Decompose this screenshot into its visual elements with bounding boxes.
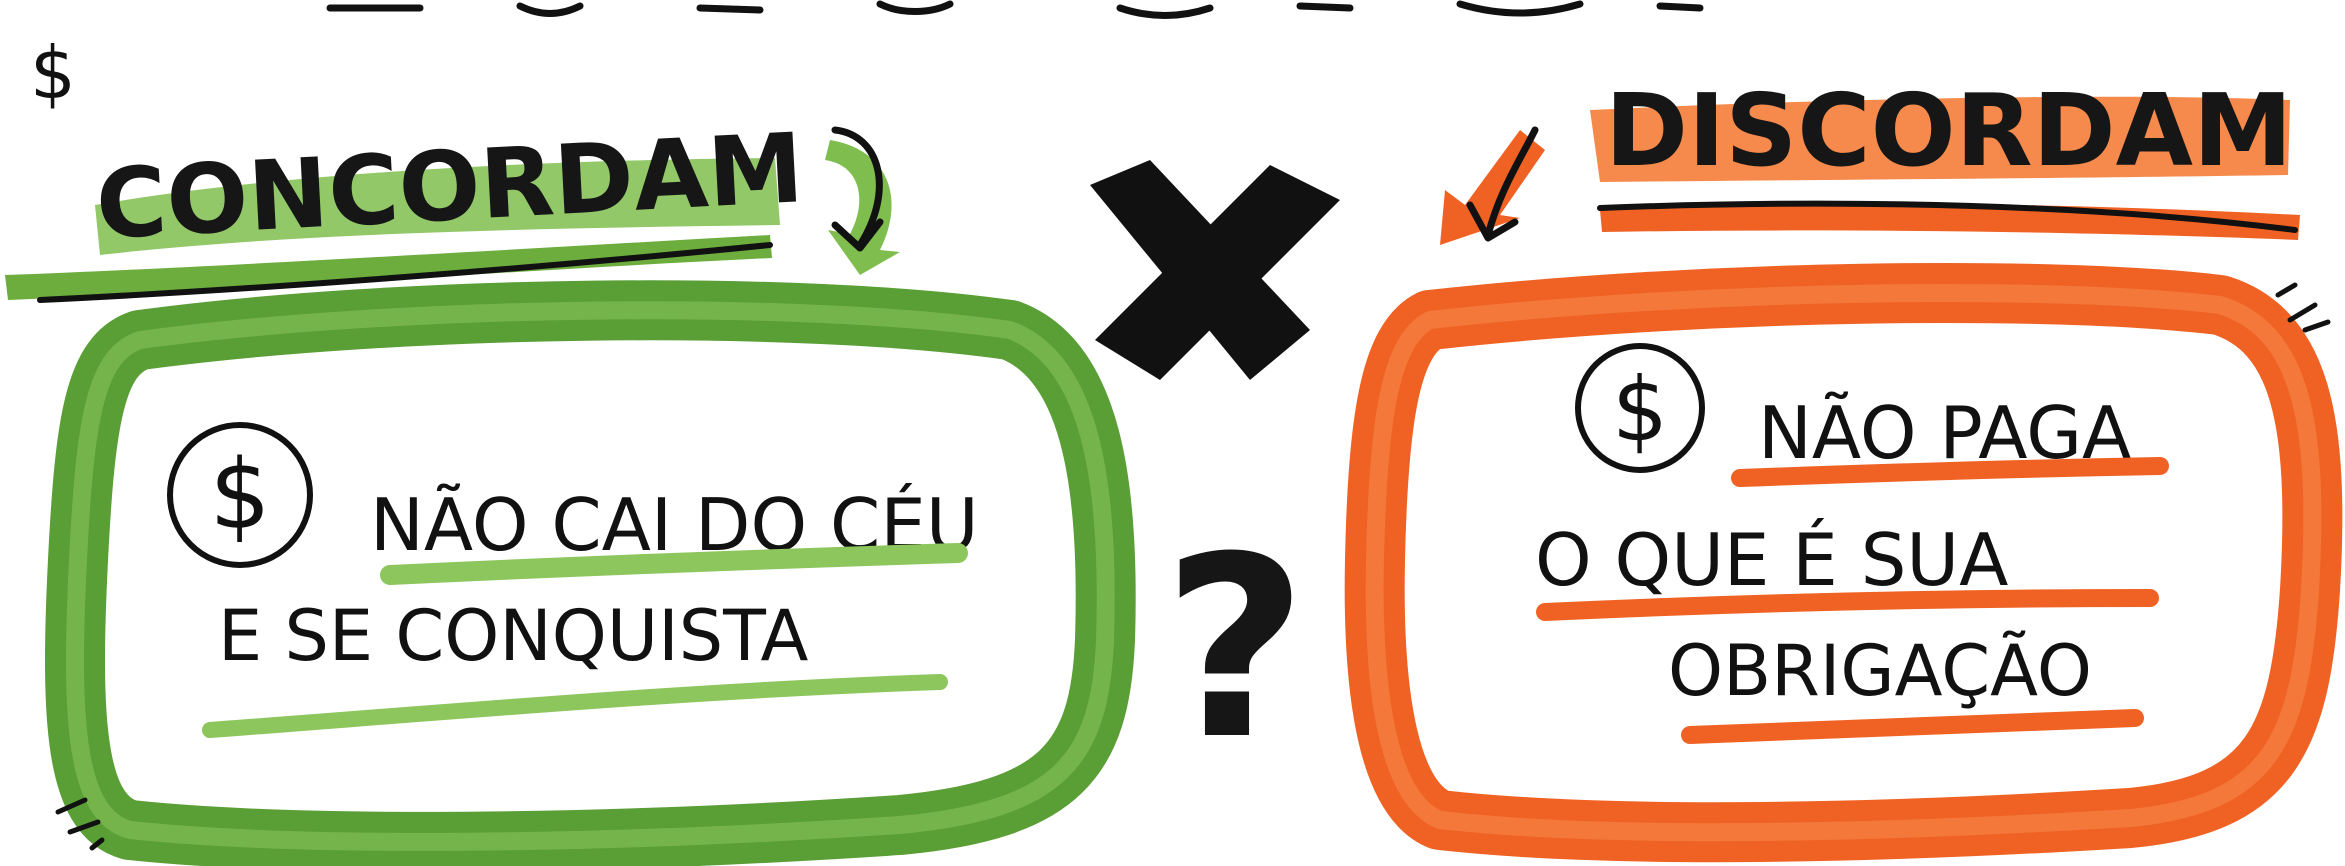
disagree-line-3: OBRIGAÇÃO (1668, 630, 2092, 712)
disagree-arrow-icon (1466, 126, 1539, 242)
question-mark: ? (1162, 503, 1307, 794)
agree-coin-symbol: $ (209, 439, 270, 551)
dollar-doodle: $ (30, 31, 76, 115)
agree-coin: $ (167, 422, 313, 568)
agree-arrow-icon (831, 126, 884, 252)
disagree-line-1-underline (1731, 457, 2169, 487)
agree-box-texture (65, 301, 1115, 851)
disagree-box-texture (1365, 284, 2322, 842)
disagree-heading-highlight (1590, 96, 2290, 182)
agree-emphasis-marks (55, 797, 105, 851)
agree-heading-highlight (95, 158, 780, 255)
disagree-underline-ink (1597, 200, 2298, 233)
disagree-line-2-underline (1536, 589, 2159, 621)
x-mark-icon (1090, 160, 1340, 380)
disagree-coin-symbol: $ (1612, 358, 1668, 461)
disagree-line-3-underline (1681, 709, 2144, 744)
agree-underline-bar (5, 235, 772, 300)
disagree-coin: $ (1575, 343, 1705, 473)
agree-underline-ink (37, 242, 773, 303)
agree-arrow-highlight (825, 140, 900, 275)
agree-line-2: E SE CONQUISTA (218, 595, 808, 677)
agree-line-1-underline (380, 543, 968, 585)
agree-heading: CONCORDAM (93, 112, 806, 261)
dollar-coin-icon (1575, 343, 1705, 473)
disagree-heading: DISCORDAM (1605, 72, 2293, 189)
disagree-emphasis-marks (2275, 282, 2331, 333)
dollar-coin-icon (167, 422, 313, 568)
disagree-line-2: O QUE É SUA (1535, 518, 2008, 602)
agree-line-2-underline (202, 674, 948, 738)
top-cropped-handwriting (326, 0, 1704, 19)
